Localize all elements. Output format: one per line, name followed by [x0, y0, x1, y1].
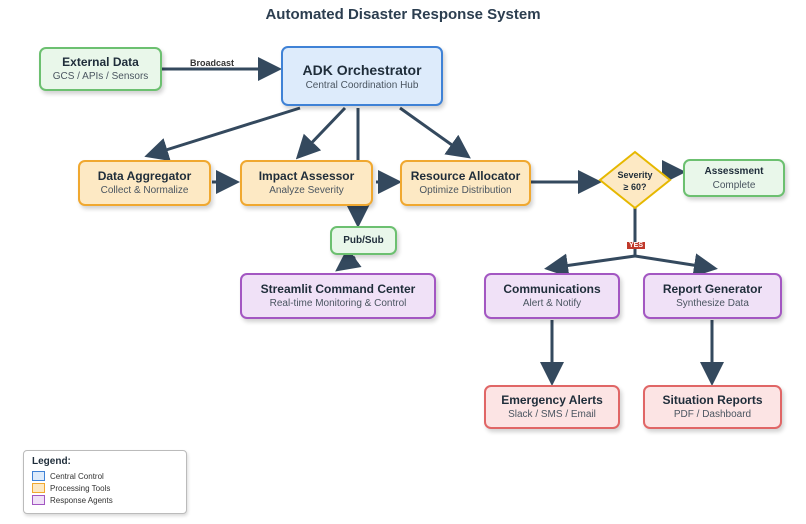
- node-report-generator-title: Report Generator: [662, 282, 763, 296]
- node-data-aggregator-sub: Collect & Normalize: [100, 185, 189, 196]
- node-streamlit-command-center-sub: Real-time Monitoring & Control: [269, 298, 407, 309]
- edge-split-report: [634, 253, 718, 278]
- node-streamlit-command-center-title: Streamlit Command Center: [260, 282, 416, 296]
- node-adk-orchestrator-title: ADK Orchestrator: [302, 61, 422, 78]
- legend-label-central-control: Central Control: [50, 471, 104, 481]
- severity-diamond: [598, 150, 672, 210]
- node-report-generator-sub: Synthesize Data: [676, 298, 749, 309]
- legend: Legend: Central Control Processing Tools…: [23, 450, 187, 514]
- node-impact-assessor-title: Impact Assessor: [258, 169, 355, 183]
- node-resource-allocator: Resource Allocator Optimize Distribution: [400, 160, 531, 206]
- node-emergency-alerts-title: Emergency Alerts: [501, 393, 603, 407]
- node-communications: Communications Alert & Notify: [484, 273, 620, 319]
- edge-orchestrator-allocator: [399, 106, 471, 159]
- legend-item-central-control: Central Control: [32, 470, 178, 482]
- legend-item-processing-tools: Processing Tools: [32, 482, 178, 494]
- node-external-data: External Data GCS / APIs / Sensors: [39, 47, 162, 91]
- legend-swatch-processing-tools: [32, 483, 45, 493]
- node-pubsub: Pub/Sub: [330, 226, 397, 255]
- severity-diamond-title: Severity: [617, 170, 652, 180]
- edge-orchestrator-assessor: [295, 106, 347, 160]
- legend-title: Legend:: [32, 456, 71, 467]
- node-adk-orchestrator: ADK Orchestrator Central Coordination Hu…: [281, 46, 443, 106]
- node-impact-assessor: Impact Assessor Analyze Severity: [240, 160, 373, 206]
- node-resource-allocator-sub: Optimize Distribution: [419, 185, 512, 196]
- node-communications-sub: Alert & Notify: [522, 298, 582, 309]
- node-external-data-title: External Data: [62, 55, 139, 69]
- node-pubsub-title: Pub/Sub: [343, 235, 384, 246]
- edge-orchestrator-aggregator: [144, 106, 301, 162]
- node-emergency-alerts-sub: Slack / SMS / Email: [508, 409, 596, 420]
- severity-diamond-sub: ≥ 60?: [624, 182, 647, 192]
- node-resource-allocator-title: Resource Allocator: [410, 169, 521, 183]
- node-data-aggregator-title: Data Aggregator: [97, 169, 192, 183]
- edge-label-yes: YES: [627, 242, 646, 249]
- node-assessment-complete-title: Assessment: [704, 166, 764, 177]
- legend-swatch-central-control: [32, 471, 45, 481]
- node-situation-reports-title: Situation Reports: [662, 393, 763, 407]
- node-external-data-sub: GCS / APIs / Sensors: [52, 71, 149, 82]
- node-situation-reports-sub: PDF / Dashboard: [673, 409, 752, 420]
- node-assessment-complete: Assessment Complete: [683, 159, 785, 197]
- edge-pubsub-streamlit: [335, 247, 362, 272]
- legend-label-processing-tools: Processing Tools: [50, 483, 111, 493]
- node-data-aggregator: Data Aggregator Collect & Normalize: [78, 160, 211, 206]
- node-assessment-complete-sub: Complete: [712, 180, 756, 191]
- node-communications-title: Communications: [503, 282, 601, 296]
- node-emergency-alerts: Emergency Alerts Slack / SMS / Email: [484, 385, 620, 429]
- edge-label-broadcast: Broadcast: [190, 58, 235, 68]
- legend-item-response-agents: Response Agents: [32, 494, 178, 506]
- node-situation-reports: Situation Reports PDF / Dashboard: [643, 385, 782, 429]
- node-adk-orchestrator-sub: Central Coordination Hub: [305, 79, 419, 91]
- node-impact-assessor-sub: Analyze Severity: [269, 185, 344, 196]
- legend-label-response-agents: Response Agents: [50, 495, 113, 505]
- node-report-generator: Report Generator Synthesize Data: [643, 273, 782, 319]
- node-streamlit-command-center: Streamlit Command Center Real-time Monit…: [240, 273, 436, 319]
- edge-split-communications: [544, 253, 636, 278]
- diagram-title: Automated Disaster Response System: [265, 6, 541, 23]
- legend-swatch-response-agents: [32, 495, 45, 505]
